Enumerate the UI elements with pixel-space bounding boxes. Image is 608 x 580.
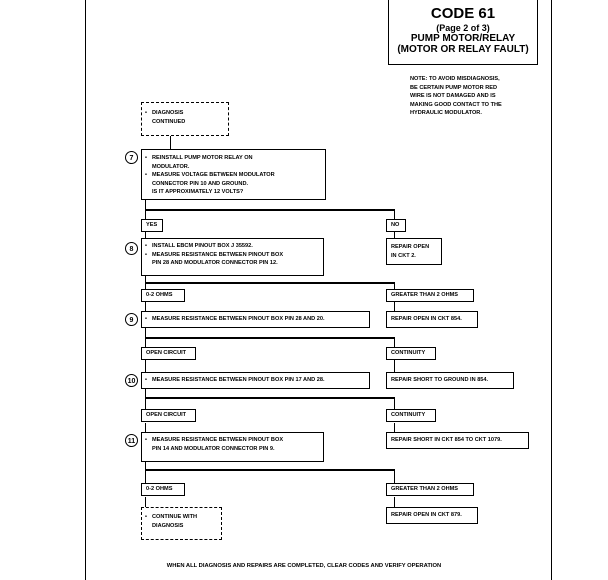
- step-text: INSTALL EBCM PINOUT BOX J 35592.: [145, 242, 319, 251]
- step-text: MEASURE RESISTANCE BETWEEN PINOUT BOX PI…: [145, 315, 365, 324]
- repair-short-ground-box: REPAIR SHORT TO GROUND IN 854.: [386, 372, 514, 389]
- step-11-box: MEASURE RESISTANCE BETWEEN PINOUT BOX PI…: [141, 432, 324, 462]
- result-text: DIAGNOSIS: [152, 522, 184, 529]
- step-10-box: MEASURE RESISTANCE BETWEEN PINOUT BOX PI…: [141, 372, 370, 389]
- note-line: WIRE IS NOT DAMAGED AND IS: [410, 93, 496, 99]
- connector: [394, 469, 395, 483]
- connector: [145, 360, 146, 372]
- step-7-box: REINSTALL PUMP MOTOR RELAY ON MODULATOR.…: [141, 149, 326, 200]
- connector: [145, 282, 395, 284]
- footer-instruction: WHEN ALL DIAGNOSIS AND REPAIRS ARE COMPL…: [166, 563, 442, 569]
- branch-yes: YES: [141, 219, 163, 232]
- branch-continuity: CONTINUITY: [386, 347, 436, 360]
- title-page: (Page 2 of 3): [436, 23, 490, 33]
- step-text: PIN 28 AND MODULATOR CONNECTOR PIN 12.: [152, 260, 278, 266]
- title-block: CODE 61 (Page 2 of 3) PUMP MOTOR/RELAY (…: [388, 0, 538, 65]
- branch-0-2-ohms: 0-2 OHMS: [141, 483, 185, 496]
- connector: [145, 276, 146, 283]
- start-line: CONTINUED: [152, 118, 186, 125]
- connector: [394, 397, 395, 409]
- repair-open-ckt2-box: REPAIR OPEN IN CKT 2.: [386, 238, 442, 265]
- connector: [394, 229, 395, 238]
- connector: [394, 209, 395, 219]
- connector: [145, 337, 146, 347]
- connector: [394, 423, 395, 432]
- branch-open-circuit: OPEN CIRCUIT: [141, 409, 196, 422]
- title-subname: (MOTOR OR RELAY FAULT): [397, 44, 529, 55]
- branch-0-2-ohms: 0-2 OHMS: [141, 289, 185, 302]
- connector: [145, 469, 146, 483]
- result-text: REPAIR SHORT IN CKT 854 TO CKT 1079.: [391, 437, 502, 443]
- connector: [394, 282, 395, 289]
- note-line: BE CERTAIN PUMP MOTOR RED: [410, 84, 498, 91]
- step-text: IS IT APPROXIMATELY 12 VOLTS?: [152, 189, 244, 195]
- connector: [145, 209, 146, 219]
- connector: [145, 301, 146, 311]
- start-line: DIAGNOSIS: [145, 109, 224, 118]
- step-10-marker: 10: [125, 374, 138, 387]
- connector: [145, 199, 146, 209]
- step-11-marker: 11: [125, 434, 138, 447]
- connector: [145, 462, 146, 470]
- step-text: MEASURE RESISTANCE BETWEEN PINOUT BOX PI…: [145, 376, 365, 385]
- step-text: PIN 14 AND MODULATOR CONNECTOR PIN 9.: [152, 445, 275, 452]
- branch-no: NO: [386, 219, 406, 232]
- repair-open-879-box: REPAIR OPEN IN CKT 879.: [386, 507, 478, 524]
- repair-open-854-box: REPAIR OPEN IN CKT 854.: [386, 311, 478, 328]
- connector: [145, 337, 395, 339]
- note: NOTE: TO AVOID MISDIAGNOSIS, BE CERTAIN …: [410, 75, 545, 118]
- connector: [394, 337, 395, 347]
- page-border-right: [551, 0, 552, 580]
- step-text: REINSTALL PUMP MOTOR RELAY ON: [145, 154, 321, 163]
- branch-greater-than-2-ohms: GREATER THAN 2 OHMS: [386, 483, 474, 496]
- result-text: REPAIR OPEN IN CKT 854.: [391, 316, 462, 322]
- step-text: MEASURE RESISTANCE BETWEEN PINOUT BOX: [145, 251, 319, 260]
- step-8-marker: 8: [125, 242, 138, 255]
- note-line: MAKING GOOD CONTACT TO THE: [410, 101, 502, 108]
- connector: [145, 397, 146, 409]
- note-line: HYDRAULIC MODULATOR.: [410, 110, 482, 116]
- connector: [145, 469, 395, 471]
- repair-short-1079-box: REPAIR SHORT IN CKT 854 TO CKT 1079.: [386, 432, 529, 449]
- step-text: CONNECTOR PIN 10 AND GROUND.: [152, 180, 249, 187]
- connector: [145, 423, 146, 432]
- connector: [145, 328, 146, 337]
- continue-diagnosis-box: CONTINUE WITH DIAGNOSIS: [141, 507, 222, 540]
- title-name: PUMP MOTOR/RELAY: [410, 33, 516, 44]
- connector: [394, 497, 395, 507]
- connector: [145, 229, 146, 238]
- connector: [145, 389, 146, 397]
- connector: [145, 397, 395, 399]
- step-text: MEASURE RESISTANCE BETWEEN PINOUT BOX: [145, 436, 319, 445]
- step-text: MODULATOR.: [152, 163, 190, 170]
- diagnosis-continued-box: DIAGNOSIS CONTINUED: [141, 102, 229, 136]
- branch-continuity: CONTINUITY: [386, 409, 436, 422]
- connector: [394, 301, 395, 311]
- step-text: MEASURE VOLTAGE BETWEEN MODULATOR: [145, 171, 321, 180]
- branch-open-circuit: OPEN CIRCUIT: [141, 347, 196, 360]
- title-code: CODE 61: [430, 5, 496, 22]
- result-text: REPAIR OPEN IN CKT 879.: [391, 512, 462, 518]
- connector: [394, 360, 395, 372]
- connector: [145, 209, 395, 211]
- result-text: CONTINUE WITH: [145, 513, 217, 522]
- step-9-box: MEASURE RESISTANCE BETWEEN PINOUT BOX PI…: [141, 311, 370, 328]
- step-7-marker: 7: [125, 151, 138, 164]
- connector: [145, 497, 146, 507]
- result-text: REPAIR OPEN: [391, 244, 430, 250]
- note-line: NOTE: TO AVOID MISDIAGNOSIS,: [410, 76, 500, 82]
- result-text: REPAIR SHORT TO GROUND IN 854.: [391, 377, 489, 383]
- branch-greater-than-2-ohms: GREATER THAN 2 OHMS: [386, 289, 474, 302]
- connector: [145, 282, 146, 289]
- result-text: IN CKT 2.: [391, 252, 416, 259]
- connector: [170, 135, 171, 150]
- step-9-marker: 9: [125, 313, 138, 326]
- step-8-box: INSTALL EBCM PINOUT BOX J 35592. MEASURE…: [141, 238, 324, 276]
- page-border-left: [85, 0, 86, 580]
